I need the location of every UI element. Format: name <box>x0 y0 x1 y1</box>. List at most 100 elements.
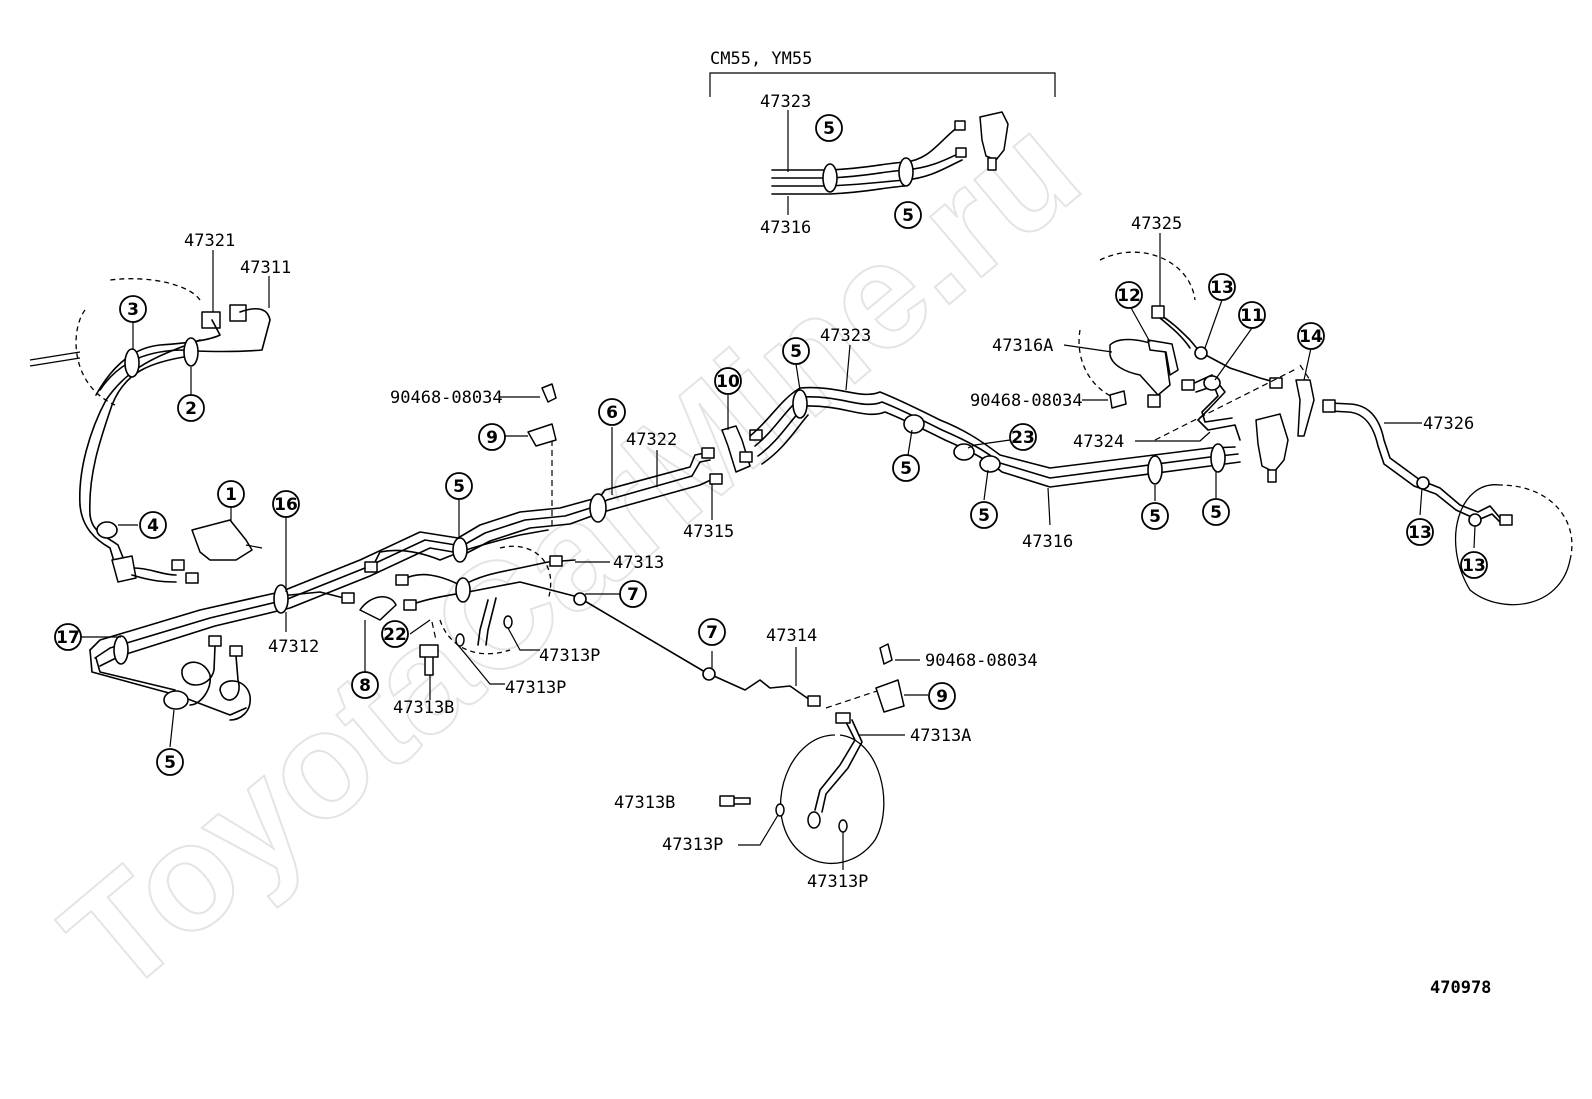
pipe-clamp <box>124 348 140 378</box>
callout-c2: 2 <box>177 394 205 422</box>
pipe-clamp <box>1416 476 1430 490</box>
svg-text:5: 5 <box>790 342 802 362</box>
label-47313: 47313 <box>613 553 664 573</box>
callouts: 5 5 3 2 4 1 16 17 5 9 6 5 10 5 5 23 5 5 … <box>54 114 1488 776</box>
pipe-clamp <box>163 690 189 710</box>
variant-bracket <box>709 72 1056 97</box>
callout-c5_m2: 5 <box>782 337 810 365</box>
callout-c23: 23 <box>1009 423 1037 451</box>
svg-text:2: 2 <box>185 399 197 419</box>
flare-nut <box>835 712 851 724</box>
label-47316A: 47316A <box>992 336 1053 356</box>
flare-nut <box>549 555 563 567</box>
label-47322: 47322 <box>626 430 677 450</box>
callout-c8: 8 <box>351 671 379 699</box>
svg-text:5: 5 <box>978 506 990 526</box>
callout-c9_a: 9 <box>478 423 506 451</box>
label-47323-main: 47323 <box>820 326 871 346</box>
callout-c5_top2: 5 <box>894 201 922 229</box>
union-fitting <box>111 555 137 583</box>
svg-text:13: 13 <box>1408 523 1432 543</box>
callout-c13_a: 13 <box>1208 273 1236 301</box>
flare-nut <box>807 695 821 707</box>
gasket <box>775 803 785 817</box>
master-cylinder-port <box>201 311 221 329</box>
label-47324: 47324 <box>1073 432 1124 452</box>
svg-text:13: 13 <box>1210 278 1234 298</box>
label-47321: 47321 <box>184 231 235 251</box>
label-47316-main: 47316 <box>1022 532 1073 552</box>
part-labels: 47323 47316 47321 47311 47325 47316A 904… <box>184 92 1491 998</box>
pipe-clamp <box>573 592 587 606</box>
label-47313B-b: 47313B <box>614 793 675 813</box>
lines-47322 <box>589 427 723 523</box>
pipe-clamp <box>1210 443 1226 473</box>
label-47316-top: 47316 <box>760 218 811 238</box>
svg-text:7: 7 <box>627 585 639 605</box>
callout-c6: 6 <box>598 398 626 426</box>
flare-nut <box>739 451 753 463</box>
label-47314: 47314 <box>766 626 817 646</box>
pipe-clamp <box>792 389 808 419</box>
callout-c12: 12 <box>1115 281 1143 309</box>
svg-text:23: 23 <box>1011 428 1035 448</box>
pipe-clamp <box>898 157 914 187</box>
svg-text:16: 16 <box>274 495 298 515</box>
pipe-clamp <box>1194 346 1208 360</box>
label-47323-top: 47323 <box>760 92 811 112</box>
gasket <box>455 633 465 647</box>
rear-drum-bottom <box>719 643 928 870</box>
callout-c11: 11 <box>1238 301 1266 329</box>
svg-text:5: 5 <box>164 753 176 773</box>
bracket <box>359 596 397 621</box>
gasket <box>503 615 513 629</box>
callout-c13_c: 13 <box>1460 551 1488 579</box>
pipe-clamp <box>702 667 716 681</box>
label-47313P-d: 47313P <box>807 872 868 892</box>
callout-c3: 3 <box>119 295 147 323</box>
svg-text:13: 13 <box>1462 556 1486 576</box>
gasket <box>838 819 848 833</box>
flare-nut <box>395 574 409 586</box>
callout-c5_top1: 5 <box>815 114 843 142</box>
flare-nut <box>185 572 199 584</box>
flare-nut <box>1151 305 1165 319</box>
flare-nut <box>171 559 185 571</box>
clip-part-a <box>500 383 557 447</box>
label-47325: 47325 <box>1131 214 1182 234</box>
svg-text:5: 5 <box>453 477 465 497</box>
pipe-clamp <box>183 337 199 367</box>
label-47311: 47311 <box>240 258 291 278</box>
svg-text:12: 12 <box>1117 286 1141 306</box>
label-90468-c: 90468-08034 <box>925 651 1038 671</box>
callout-c5_bl: 5 <box>156 748 184 776</box>
pipe-clamp <box>455 577 471 603</box>
bracket-part <box>527 423 557 447</box>
proportioning-valve <box>979 111 1009 161</box>
master-cylinder-port <box>229 304 247 322</box>
svg-text:11: 11 <box>1240 306 1264 326</box>
center-lines <box>359 440 821 707</box>
clip-part <box>541 383 557 403</box>
svg-text:5: 5 <box>823 119 835 139</box>
bracket-part <box>875 679 905 713</box>
callout-c5_mid: 5 <box>445 472 473 500</box>
svg-text:5: 5 <box>902 206 914 226</box>
svg-text:5: 5 <box>1149 507 1161 527</box>
svg-text:9: 9 <box>936 687 948 707</box>
svg-text:4: 4 <box>147 516 159 536</box>
line-47326 <box>1322 399 1573 606</box>
callout-c4: 4 <box>139 511 167 539</box>
svg-text:6: 6 <box>606 403 618 423</box>
variant-inset: CM55, YM55 <box>709 49 1056 215</box>
pipe-clamp <box>1203 375 1221 391</box>
callout-c16: 16 <box>272 490 300 518</box>
three-way-union <box>191 519 253 561</box>
pipe-clamp <box>452 537 468 563</box>
flare-nut <box>208 635 222 647</box>
valve-port <box>987 157 997 171</box>
pipe-clamp <box>273 584 289 614</box>
pipe-clamp <box>96 521 118 539</box>
svg-text:5: 5 <box>1210 503 1222 523</box>
